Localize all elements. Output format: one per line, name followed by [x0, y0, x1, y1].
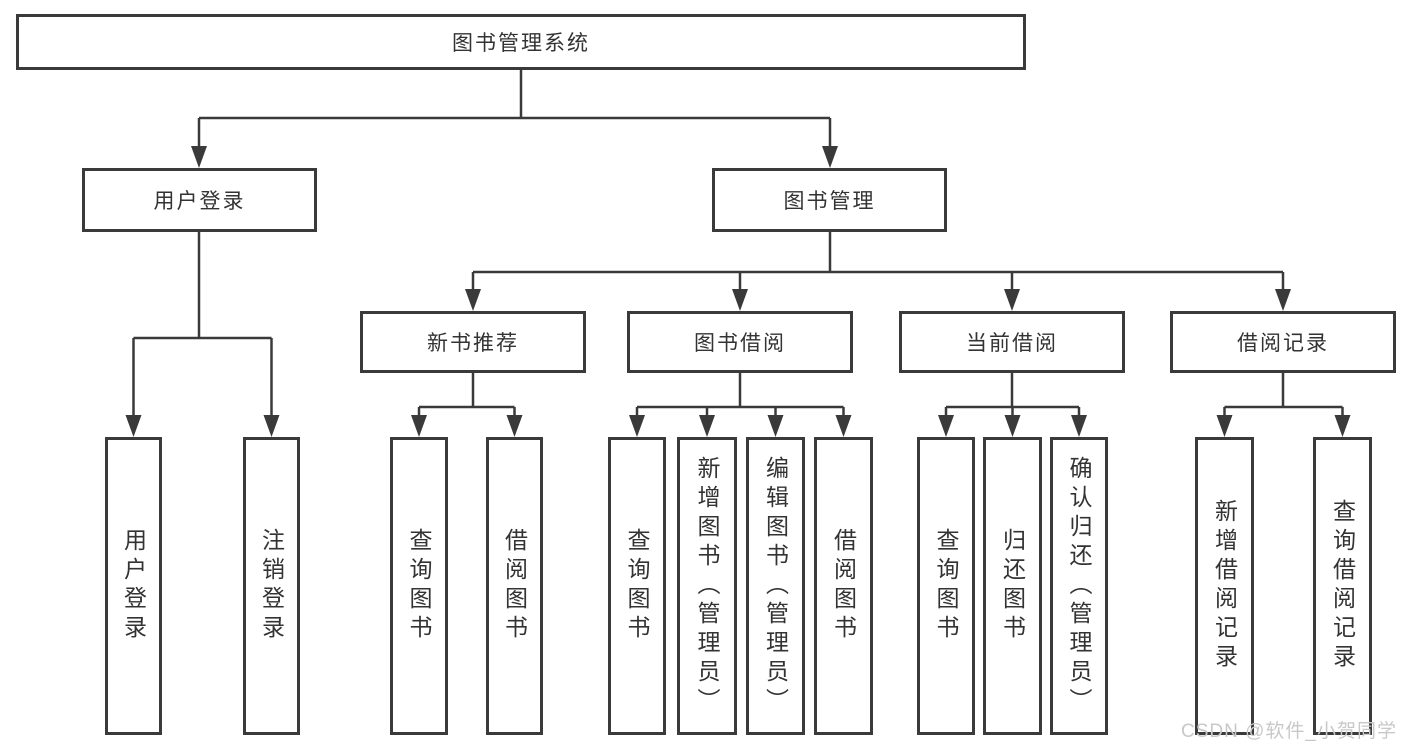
- leaf-user-login: 用户登录: [105, 437, 162, 735]
- arrowhead: [822, 146, 838, 168]
- arrowhead: [699, 415, 715, 437]
- node-borrowing-records: 借阅记录: [1170, 311, 1396, 373]
- arrowhead: [767, 415, 784, 437]
- arrowhead: [732, 289, 748, 311]
- arrowhead: [835, 415, 852, 437]
- arrowhead: [411, 415, 427, 437]
- arrowhead: [125, 415, 142, 437]
- node-new-book-recommend: 新书推荐: [360, 311, 586, 373]
- leaf-query-books-borrowing: 查询图书: [608, 437, 666, 735]
- leaf-confirm-return-admin: 确认归还（管理员）: [1050, 437, 1108, 735]
- arrowhead: [629, 415, 645, 437]
- node-library-management-system: 图书管理系统: [16, 14, 1026, 70]
- arrowhead: [1275, 289, 1291, 311]
- arrowhead: [1004, 415, 1021, 437]
- arrowhead: [465, 289, 481, 311]
- arrowhead: [1334, 415, 1351, 437]
- arrowhead: [191, 146, 207, 168]
- leaf-add-borrow-record: 新增借阅记录: [1195, 437, 1254, 735]
- node-user-login: 用户登录: [82, 168, 317, 232]
- leaf-edit-books-admin: 编辑图书（管理员）: [746, 437, 805, 735]
- leaf-query-books-current: 查询图书: [917, 437, 975, 735]
- arrowhead: [1071, 415, 1087, 437]
- node-book-borrowing: 图书借阅: [627, 311, 853, 373]
- arrowhead: [938, 415, 954, 437]
- leaf-borrow-books: 借阅图书: [814, 437, 873, 735]
- leaf-query-books-recommend: 查询图书: [390, 437, 448, 735]
- leaf-query-borrow-record: 查询借阅记录: [1313, 437, 1372, 735]
- arrowhead: [1004, 289, 1020, 311]
- leaf-borrow-books-recommend: 借阅图书: [486, 437, 543, 735]
- leaf-add-books-admin: 新增图书（管理员）: [677, 437, 737, 735]
- node-book-management: 图书管理: [712, 168, 947, 232]
- node-current-borrowing: 当前借阅: [899, 311, 1125, 373]
- leaf-return-books: 归还图书: [983, 437, 1042, 735]
- arrowhead: [1216, 415, 1233, 437]
- csdn-watermark: CSDN @软件_小贺同学: [1181, 721, 1397, 742]
- leaf-logout: 注销登录: [243, 437, 300, 735]
- arrowhead: [506, 415, 523, 437]
- arrowhead: [263, 415, 280, 437]
